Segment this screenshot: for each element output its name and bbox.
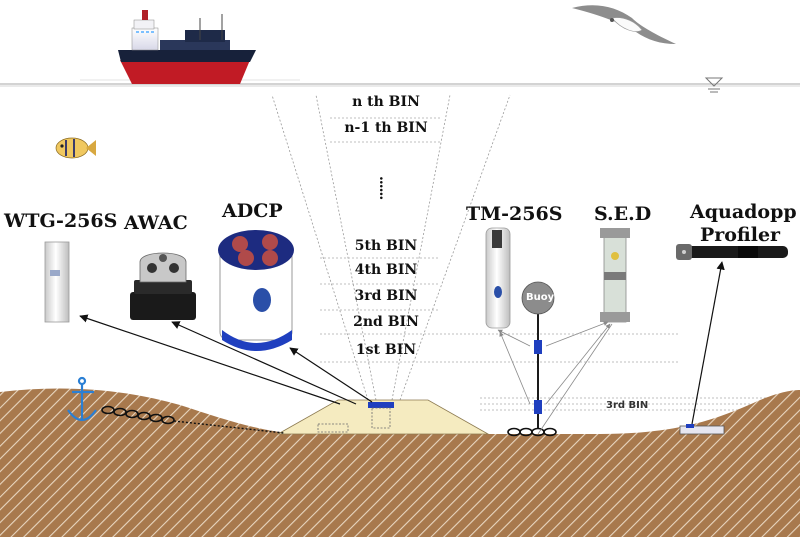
anchor-chain xyxy=(101,405,285,434)
aquadopp-label-line2: Profiler xyxy=(699,224,781,246)
aquadopp-bin-label: 3rd BIN xyxy=(606,400,649,411)
tm-256s-label: TM-256S xyxy=(466,203,563,225)
anchor-icon xyxy=(67,376,97,422)
sed-instrument xyxy=(600,228,630,323)
bin-label-4th: 4th BIN xyxy=(354,262,418,278)
bin-label-1st: 1st BIN xyxy=(355,342,417,358)
sed-label: S.E.D xyxy=(594,203,652,225)
ship-icon xyxy=(118,10,256,84)
bin-label-3rd: 3rd BIN xyxy=(354,288,418,304)
buoy-sensor-rays xyxy=(497,321,613,435)
adcp-instrument xyxy=(218,230,294,351)
aquadopp-seabed-unit xyxy=(679,424,725,435)
awac-instrument xyxy=(130,252,196,320)
water-surface xyxy=(0,79,800,87)
adcp-beam-fan xyxy=(271,94,511,401)
bin-label-dots: ...... xyxy=(376,176,392,200)
wtg-256s-instrument xyxy=(44,241,70,323)
fish-icon xyxy=(55,137,96,159)
bin-separators xyxy=(320,117,770,411)
adcp-label: ADCP xyxy=(222,200,283,222)
buoy-mooring xyxy=(507,281,557,437)
wtg-256s-label: WTG-256S xyxy=(4,210,118,232)
seagull-icon xyxy=(572,5,676,45)
connection-arrows xyxy=(79,261,725,425)
aquadopp-instrument xyxy=(676,244,788,260)
awac-label: AWAC xyxy=(124,212,188,234)
bin-label-nth: n th BIN xyxy=(352,94,420,110)
aquadopp-label-line1: Aquadopp xyxy=(690,201,797,223)
bin-label-2nd: 2nd BIN xyxy=(353,314,419,330)
bin-label-n1th: n-1 th BIN xyxy=(344,120,428,136)
tm-256s-instrument xyxy=(485,227,511,329)
seabed xyxy=(0,388,800,537)
bottom-mount xyxy=(276,399,490,435)
buoy-label: Buoy xyxy=(526,292,555,303)
water-level-icon xyxy=(704,77,724,93)
bin-label-5th: 5th BIN xyxy=(354,238,418,254)
